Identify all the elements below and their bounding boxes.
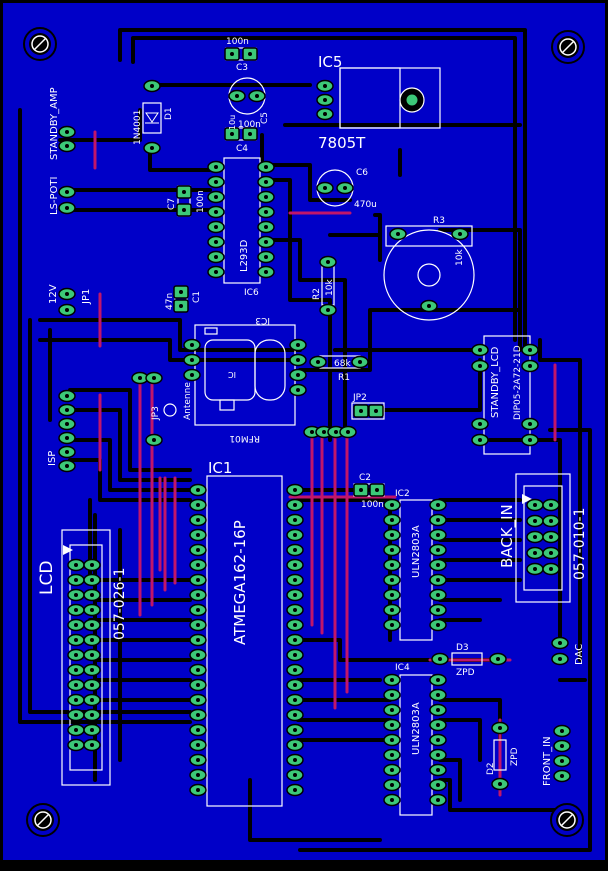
d1-diode: 1N4001 D1	[133, 79, 174, 155]
jp1-label: JP1	[81, 289, 92, 305]
ic5-regulator: IC5 7805T	[316, 53, 441, 152]
r1-value: 68k	[334, 359, 351, 369]
c7-ref: C7	[167, 198, 177, 210]
mounting-hole-bl	[26, 803, 60, 837]
ic6-value: L293D	[239, 239, 250, 272]
back-in-part-label: 057-010-1	[572, 508, 588, 580]
antenne-label: Antenne	[183, 382, 193, 420]
ic3-inner-label: IC	[228, 370, 236, 379]
c4-value: 100n	[238, 120, 261, 130]
rf-header	[303, 425, 357, 439]
v12-label: 12V	[48, 284, 59, 304]
c7-value: 100n	[196, 190, 206, 213]
d1-value: 1N4001	[133, 110, 143, 145]
front-in-connector: FRONT_IN	[542, 724, 571, 786]
c6-value: 470u	[354, 200, 377, 210]
ic6-driver: L293D IC6	[207, 157, 275, 298]
d2-ref: D2	[486, 762, 496, 775]
c1-capacitor: 47n C1	[165, 285, 202, 313]
r3-value: 10k	[455, 249, 465, 266]
jp2-jumper: JP2	[351, 393, 385, 420]
c4-ref: C4	[236, 144, 248, 154]
c1-value: 47n	[165, 293, 175, 310]
jp1-connector: 12V JP1	[48, 284, 92, 317]
r3-potentiometer: R3 10k	[383, 216, 475, 321]
c6-capacitor: C6 470u	[316, 168, 377, 210]
r1-ref: R1	[338, 373, 350, 383]
dip-label: DIP05-2A72-21D	[513, 345, 523, 420]
dac-label: DAC	[574, 644, 585, 665]
rfm-label: RFM01	[229, 433, 260, 443]
c3-ref: C3	[236, 63, 248, 73]
c2-ref: C2	[359, 473, 371, 483]
r2-resistor: R2 10k	[312, 255, 337, 317]
jp3-jumper: JP3	[131, 371, 177, 447]
c1-ref: C1	[192, 291, 202, 303]
mounting-hole-br	[550, 803, 584, 837]
mounting-hole-tl	[23, 27, 57, 61]
copper-traces	[18, 28, 592, 852]
jp3-label: JP3	[151, 406, 161, 421]
d3-value: ZPD	[456, 668, 475, 678]
c2-capacitor: C2 100n	[353, 473, 385, 510]
d3-diode: D3 ZPD	[431, 643, 507, 678]
ic4-value: ULN2803A	[411, 702, 422, 755]
isp-connector: ISP	[47, 389, 76, 473]
ic5-ref: IC5	[318, 53, 342, 71]
dac-connector: DAC	[551, 636, 585, 666]
standby-amp-label: STANDBY_AMP	[49, 87, 60, 160]
c5-capacitor: C5	[228, 77, 270, 124]
ic1-ref: IC1	[208, 459, 232, 477]
ic1-right-pins	[286, 483, 304, 797]
standby-lcd-relay: STANDBY_LCD DIP05-2A72-21D	[471, 335, 539, 455]
jp2-label: JP2	[352, 393, 367, 403]
r2-value: 10k	[325, 279, 335, 296]
d2-diode: D2 ZPD	[486, 721, 520, 791]
lcd-label: LCD	[37, 561, 57, 595]
ic6-ref: IC6	[244, 288, 259, 298]
r1-resistor: 68k R1	[309, 355, 369, 383]
c4-capacitor: 10u 100n C4	[224, 115, 261, 154]
c4-pre-value: 10u	[228, 115, 237, 130]
c3-value: 100n	[226, 37, 249, 47]
ic1-value: ATMEGA162-16P	[231, 520, 249, 645]
c3-capacitor: 100n C3	[224, 37, 258, 73]
c6-ref: C6	[356, 168, 368, 178]
ic2-driver: IC2 ULN2803A	[383, 489, 447, 641]
ic4-driver: IC4 ULN2803A	[383, 663, 447, 816]
ls-poti-connector: LS-POTI	[49, 177, 76, 216]
c2-value: 100n	[361, 500, 384, 510]
standby-lcd-label: STANDBY_LCD	[490, 346, 501, 418]
red-traces	[93, 130, 557, 797]
back-in-label: BACK_IN	[498, 504, 517, 568]
ls-poti-label: LS-POTI	[49, 177, 60, 216]
mounting-hole-tr	[551, 30, 585, 64]
ic5-value: 7805T	[318, 134, 366, 152]
c5-ref: C5	[260, 112, 270, 124]
ic3-ref: IC3	[255, 315, 270, 325]
d2-value: ZPD	[510, 747, 520, 766]
ic2-ref: IC2	[395, 489, 410, 499]
d3-ref: D3	[456, 643, 469, 653]
isp-label: ISP	[47, 451, 58, 466]
ic4-ref: IC4	[395, 663, 410, 673]
lcd-part-label: 057-026-1	[112, 568, 128, 640]
ic1-mcu: IC1 ATMEGA162-16P	[189, 459, 304, 807]
c7-capacitor: C7 100n	[167, 185, 206, 217]
standby-amp-connector: STANDBY_AMP	[49, 87, 76, 160]
back-in-connector: BACK_IN 057-010-1	[498, 473, 588, 603]
ic1-left-pins	[189, 483, 207, 797]
r3-ref: R3	[433, 216, 445, 226]
ic2-value: ULN2803A	[411, 525, 422, 578]
lcd-connector: LCD 057-026-1	[37, 529, 128, 786]
ic3-rf-module: IC3 IC RFM01 Antenne	[183, 315, 307, 443]
d1-ref: D1	[164, 107, 174, 120]
r2-ref: R2	[312, 288, 322, 300]
front-in-label: FRONT_IN	[542, 736, 553, 786]
